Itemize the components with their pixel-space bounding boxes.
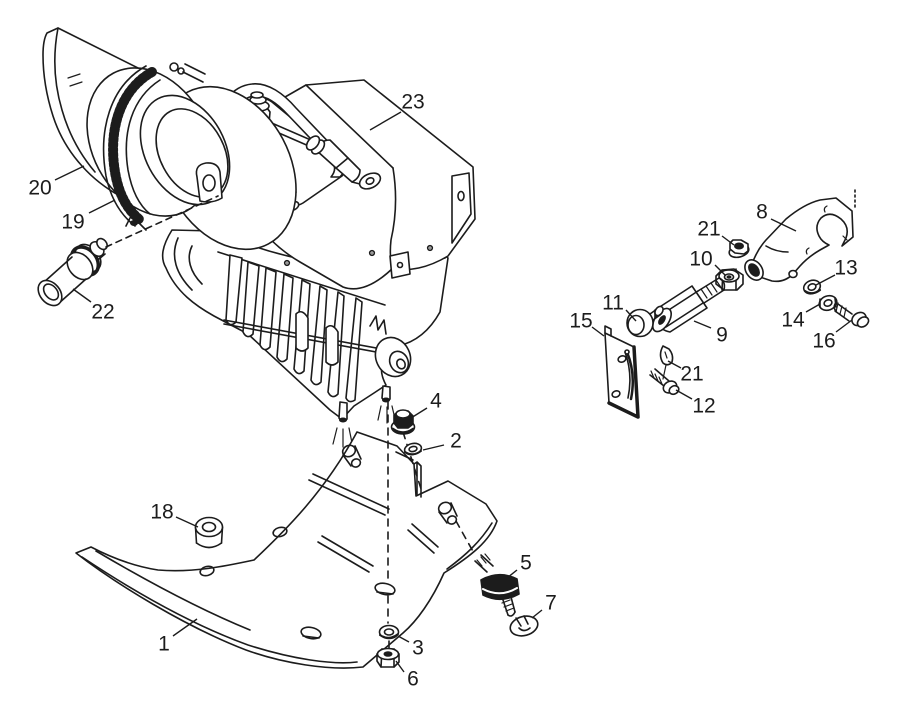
diagram-artwork xyxy=(37,27,870,669)
callout-label-16: 16 xyxy=(812,330,835,353)
callout-label-12: 12 xyxy=(692,395,715,418)
callout-label-18: 18 xyxy=(150,501,173,524)
hardware-art xyxy=(376,401,539,668)
callout-label-3: 3 xyxy=(412,637,424,660)
callout-label-23: 23 xyxy=(401,91,424,114)
callout-label-14: 14 xyxy=(781,309,805,332)
callout-leader-6 xyxy=(395,660,405,673)
callout-label-10: 10 xyxy=(689,248,712,271)
callout-leader-21 xyxy=(721,235,735,246)
callout-label-21: 21 xyxy=(680,363,703,386)
callout-label-9: 9 xyxy=(716,324,728,347)
callout-leader-5 xyxy=(506,569,518,579)
callout-leader-20 xyxy=(54,165,85,181)
callout-leader-12 xyxy=(675,389,693,400)
callout-leader-19 xyxy=(88,199,116,214)
callout-leader-11 xyxy=(625,309,637,322)
callout-label-5: 5 xyxy=(520,552,532,575)
callout-leader-23 xyxy=(369,111,402,131)
callout-leader-8 xyxy=(770,218,797,232)
callout-leader-2 xyxy=(422,444,445,451)
callout-leader-3 xyxy=(397,635,410,643)
callout-leader-7 xyxy=(531,609,543,619)
callout-label-8: 8 xyxy=(756,201,768,224)
callout-leader-21 xyxy=(667,360,682,369)
callout-leader-18 xyxy=(175,516,199,528)
callout-label-11: 11 xyxy=(602,292,624,315)
callout-leader-4 xyxy=(410,407,428,419)
callout-label-1: 1 xyxy=(158,633,170,656)
callout-label-13: 13 xyxy=(834,257,857,280)
callout-label-6: 6 xyxy=(407,668,419,691)
callout-leader-14 xyxy=(805,303,821,313)
callout-label-2: 2 xyxy=(450,430,462,453)
callout-label-20: 20 xyxy=(28,177,51,200)
callout-label-21: 21 xyxy=(697,218,720,241)
callout-leader-16 xyxy=(835,319,853,333)
callout-leader-1 xyxy=(172,618,198,637)
exhaust-fitting-art xyxy=(37,195,219,307)
callout-leader-22 xyxy=(72,288,92,303)
callout-label-22: 22 xyxy=(91,301,114,324)
callout-label-19: 19 xyxy=(61,211,84,234)
callout-leader-9 xyxy=(693,320,712,329)
callout-leader-13 xyxy=(815,274,836,286)
callout-label-15: 15 xyxy=(569,310,592,333)
callout-leader-15 xyxy=(591,326,605,337)
callout-label-4: 4 xyxy=(430,390,442,413)
mount-plate-art xyxy=(75,431,498,669)
callout-label-7: 7 xyxy=(545,592,557,615)
callout-leader-10 xyxy=(714,264,726,276)
recoil-drum-art xyxy=(86,62,297,251)
bracket-group-art xyxy=(604,189,870,419)
